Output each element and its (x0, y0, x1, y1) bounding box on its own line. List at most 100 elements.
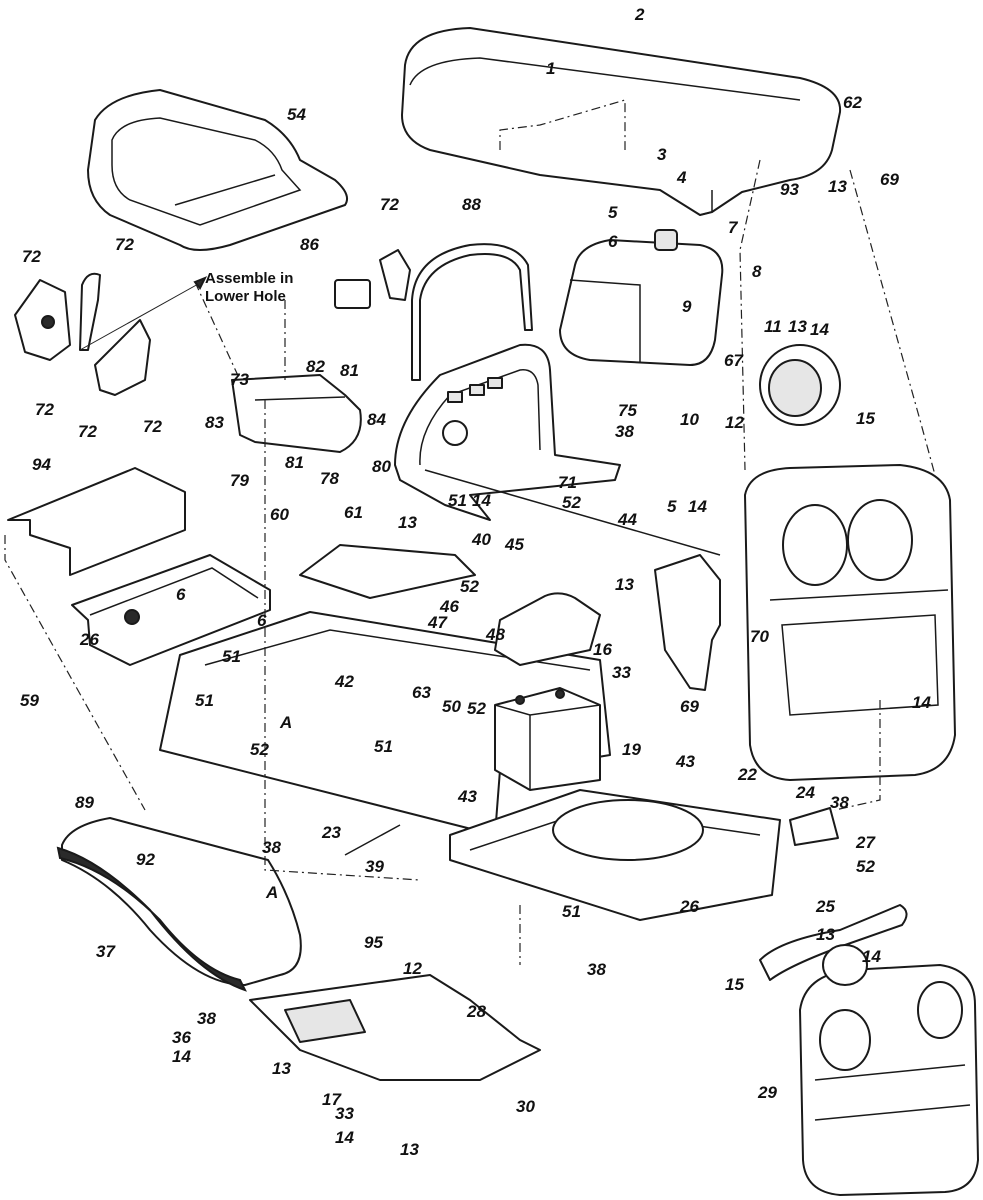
part-number-label: 9 (682, 297, 692, 316)
part-number-label: 38 (262, 838, 281, 857)
part-number-label: 54 (287, 105, 306, 124)
part-number-label: 30 (516, 1097, 535, 1116)
part-number-label: 12 (725, 413, 744, 432)
plate-46-part (299, 544, 476, 599)
assemble-note-line1: Assemble in (205, 270, 293, 287)
part-number-label: 47 (427, 613, 448, 632)
part-number-label: 94 (32, 455, 51, 474)
part-number-label: 72 (78, 422, 97, 441)
part-number-label: 13 (816, 925, 835, 944)
part-number-label: 13 (788, 317, 807, 336)
part-number-label: 73 (230, 370, 249, 389)
part-number-label: 22 (737, 765, 757, 784)
part-number-label: 17 (322, 1090, 342, 1109)
part-number-label: 72 (143, 417, 162, 436)
part-number-label: 14 (472, 491, 491, 510)
part-number-label: 95 (364, 933, 383, 952)
part-number-label: 13 (400, 1140, 419, 1159)
assemble-note-line2: Lower Hole (205, 288, 286, 305)
part-number-label: 8 (752, 262, 762, 281)
part-number-label: 36 (172, 1028, 191, 1047)
part-number-label: 52 (562, 493, 581, 512)
rod-67-part (424, 469, 721, 556)
dash-panel-part (394, 343, 621, 521)
levers-part (14, 272, 151, 396)
part-number-label: 83 (205, 413, 224, 432)
part-number-label: 75 (618, 401, 637, 420)
part-number-label: 72 (22, 247, 41, 266)
part-number-label: 39 (365, 857, 384, 876)
part-number-label: 50 (442, 697, 461, 716)
part-number-label: 33 (335, 1104, 354, 1123)
part-number-label: A (265, 883, 278, 902)
part-number-label: 14 (172, 1047, 191, 1066)
front-grille-part (799, 964, 979, 1196)
part-number-label: 63 (412, 683, 431, 702)
hood-part (401, 27, 842, 216)
part-number-label: 51 (448, 491, 467, 510)
part-number-label: 51 (374, 737, 393, 756)
footrest-part (249, 974, 541, 1081)
fuel-tank-part (559, 229, 724, 366)
part-number-label: 89 (75, 793, 94, 812)
part-number-label: 93 (780, 180, 799, 199)
part-number-label: 52 (250, 740, 269, 759)
headlight-part (759, 344, 841, 426)
part-number-label: 10 (680, 410, 699, 429)
part-number-label: 19 (622, 740, 641, 759)
battery-part (494, 687, 601, 791)
part-number-label: 14 (335, 1128, 354, 1147)
part-number-label: 3 (657, 145, 667, 164)
fender-part (56, 817, 302, 992)
part-number-label: 14 (912, 693, 931, 712)
part-number-label: 72 (380, 195, 399, 214)
part-number-label: 29 (757, 1083, 777, 1102)
part-number-label: 81 (340, 361, 359, 380)
part-number-label: 24 (795, 783, 815, 802)
part-number-label: 5 (608, 203, 618, 222)
grille-housing-part (744, 464, 956, 781)
part-number-label: 6 (608, 232, 618, 251)
part-number-label: 59 (20, 691, 39, 710)
main-frame-part (159, 611, 839, 921)
part-number-label: 51 (195, 691, 214, 710)
part-number-label: 38 (615, 422, 634, 441)
seat-part (87, 89, 348, 251)
part-number-label: 11 (764, 317, 782, 336)
bracket-83-part (231, 374, 362, 453)
part-number-label: 13 (398, 513, 417, 532)
part-number-label: 40 (471, 530, 491, 549)
part-number-label: 13 (615, 575, 634, 594)
part-number-label: 28 (466, 1002, 486, 1021)
part-number-label: 92 (136, 850, 155, 869)
part-number-label: 15 (725, 975, 744, 994)
part-number-label: 84 (367, 410, 386, 429)
part-number-label: 2 (634, 5, 645, 24)
battery-tray-part (7, 467, 271, 666)
part-number-label: 52 (460, 577, 479, 596)
bracket-88-part (411, 243, 533, 381)
part-number-label: 72 (35, 400, 54, 419)
part-number-label: 71 (558, 473, 577, 492)
part-number-label: 6 (257, 611, 267, 630)
light-bracket-part (759, 904, 908, 981)
assemble-note (79, 276, 208, 351)
part-number-label: 14 (688, 497, 707, 516)
part-number-label: 14 (862, 947, 881, 966)
part-number-label: 46 (439, 597, 459, 616)
part-number-label: 42 (334, 672, 354, 691)
part-number-label: 45 (504, 535, 524, 554)
part-number-label: 15 (856, 409, 875, 428)
part-number-label: A (279, 713, 292, 732)
battery-cover-part (494, 592, 601, 666)
part-number-label: 79 (230, 471, 249, 490)
part-number-label: 38 (197, 1009, 216, 1028)
part-number-label: 43 (457, 787, 477, 806)
part-number-label: 51 (562, 902, 581, 921)
part-number-label: 82 (306, 357, 325, 376)
rod-39-part (344, 824, 401, 856)
part-number-label: 5 (667, 497, 677, 516)
part-number-label: 7 (728, 218, 739, 237)
part-number-label: 4 (676, 168, 687, 187)
part-number-label: 26 (679, 897, 699, 916)
